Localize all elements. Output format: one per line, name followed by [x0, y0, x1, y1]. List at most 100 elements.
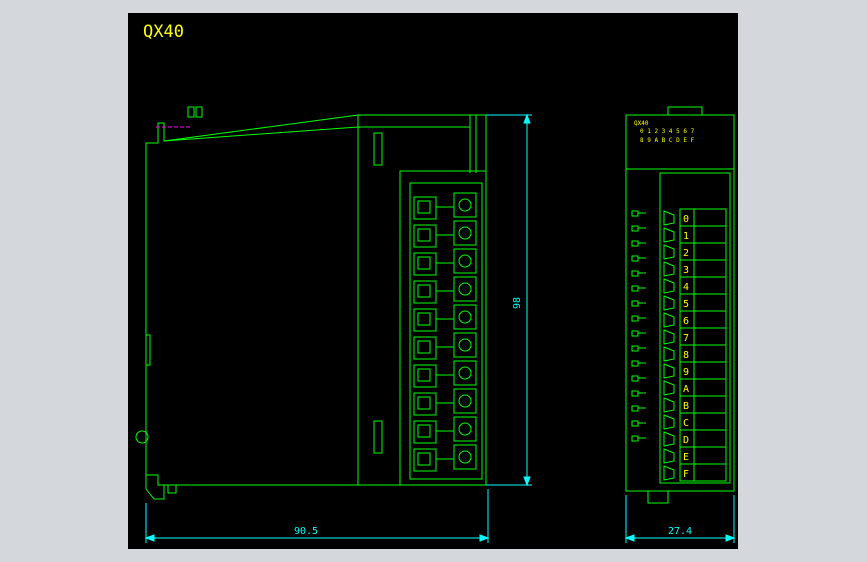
front-terminal-screw [663, 465, 675, 481]
front-terminal-screw [663, 329, 675, 345]
front-terminal-screw [663, 363, 675, 379]
front-terminal-label: F [683, 469, 689, 480]
front-terminal-screw [663, 261, 675, 277]
side-terminal-lug-inner [417, 256, 431, 270]
side-terminal-lug-inner [417, 452, 431, 466]
bottom-hook [145, 475, 165, 500]
front-terminal-label: A [683, 384, 689, 395]
cad-viewport[interactable]: QX40 [128, 13, 738, 549]
terminal-block-housing [399, 170, 487, 486]
front-terminal-screw [663, 448, 675, 464]
side-terminal-screw-head [458, 366, 472, 380]
side-terminal-lug-inner [417, 340, 431, 354]
dim-text-height: 98 [512, 297, 523, 309]
front-terminal-label: 0 [683, 214, 689, 225]
side-terminal-lug-inner [417, 200, 431, 214]
side-terminal-screw [453, 192, 477, 218]
front-pin [631, 315, 639, 322]
front-pin [631, 240, 639, 247]
front-terminal-label: 3 [683, 265, 689, 276]
front-pin [631, 345, 639, 352]
front-pin [631, 225, 639, 232]
front-pin [631, 330, 639, 337]
side-terminal-screw [453, 276, 477, 302]
side-view-body-outline [145, 114, 487, 486]
side-terminal-screw-head [458, 310, 472, 324]
front-terminal-screw [663, 312, 675, 328]
front-terminal-screw [663, 380, 675, 396]
front-terminal-label: E [683, 452, 689, 463]
led-numbers-row1: 0 1 2 3 4 5 6 7 [640, 128, 695, 135]
side-view [135, 106, 487, 500]
front-pin [631, 270, 639, 277]
front-terminal-screw [663, 346, 675, 362]
front-terminal-label: 6 [683, 316, 689, 327]
top-clip [187, 106, 195, 118]
front-terminal-screw [663, 244, 675, 260]
side-terminal-screw-head [458, 282, 472, 296]
side-terminal-screw [453, 304, 477, 330]
front-pin [631, 420, 639, 427]
front-pin [631, 405, 639, 412]
front-bottom-hook [647, 491, 669, 504]
dim-text-width-front: 27.4 [668, 526, 692, 537]
side-terminal-screw [453, 332, 477, 358]
top-slant-line [163, 126, 359, 142]
front-terminal-label: 7 [683, 333, 689, 344]
front-left-pins [631, 210, 646, 442]
side-terminal-lug-inner [417, 284, 431, 298]
side-terminal-lug [413, 392, 437, 416]
front-dim-arrow-left [624, 534, 635, 542]
terminal-block-inner [409, 182, 483, 480]
side-terminal-screw-head [458, 394, 472, 408]
rear-latch-circle [135, 430, 149, 444]
side-terminal-screw-head [458, 226, 472, 240]
rear-latch [146, 334, 151, 366]
front-terminal-cover [659, 172, 731, 484]
front-pin [631, 390, 639, 397]
side-terminal-screw [453, 444, 477, 470]
side-terminal-screw [453, 248, 477, 274]
side-terminal-screw-head [458, 198, 472, 212]
side-terminal-screw-head [458, 450, 472, 464]
side-terminal-screw-head [458, 422, 472, 436]
drawing-title: QX40 [143, 22, 184, 42]
front-rows [663, 208, 726, 481]
dim-arrow-right [479, 534, 490, 542]
side-terminal-lug [413, 336, 437, 360]
dim-arrow-bottom [523, 476, 531, 487]
side-terminal-lug [413, 420, 437, 444]
front-view [625, 106, 735, 504]
front-pin [631, 360, 639, 367]
side-terminal-lug-inner [417, 424, 431, 438]
front-terminal-screw [663, 397, 675, 413]
front-pin [631, 285, 639, 292]
side-terminal-lug [413, 280, 437, 304]
front-terminal-label: 8 [683, 350, 689, 361]
front-terminal-screw [663, 210, 675, 226]
front-dimensions [624, 495, 736, 543]
side-window-upper [373, 132, 383, 166]
front-terminal-screw [663, 414, 675, 430]
side-terminal-lug [413, 364, 437, 388]
side-window-lower [373, 420, 383, 454]
side-terminal-screw [453, 220, 477, 246]
front-terminal-screw [663, 431, 675, 447]
front-terminal-label: C [683, 418, 689, 429]
front-pin [631, 375, 639, 382]
side-dimensions [144, 113, 532, 543]
side-terminal-lug-inner [417, 228, 431, 242]
front-pin [631, 210, 639, 217]
side-terminal-screw-head [458, 254, 472, 268]
dim-arrow-top [523, 113, 531, 124]
front-terminal-screw [663, 278, 675, 294]
side-terminal-lug [413, 196, 437, 220]
side-terminal-lug [413, 252, 437, 276]
side-terminal-screw [453, 360, 477, 386]
side-terminal-lug-inner [417, 312, 431, 326]
dim-text-width-side: 90.5 [294, 526, 318, 537]
front-terminal-label: 1 [683, 231, 689, 242]
side-terminal-lug [413, 224, 437, 248]
side-terminal-lug-inner [417, 368, 431, 382]
front-terminal-label: D [683, 435, 689, 446]
